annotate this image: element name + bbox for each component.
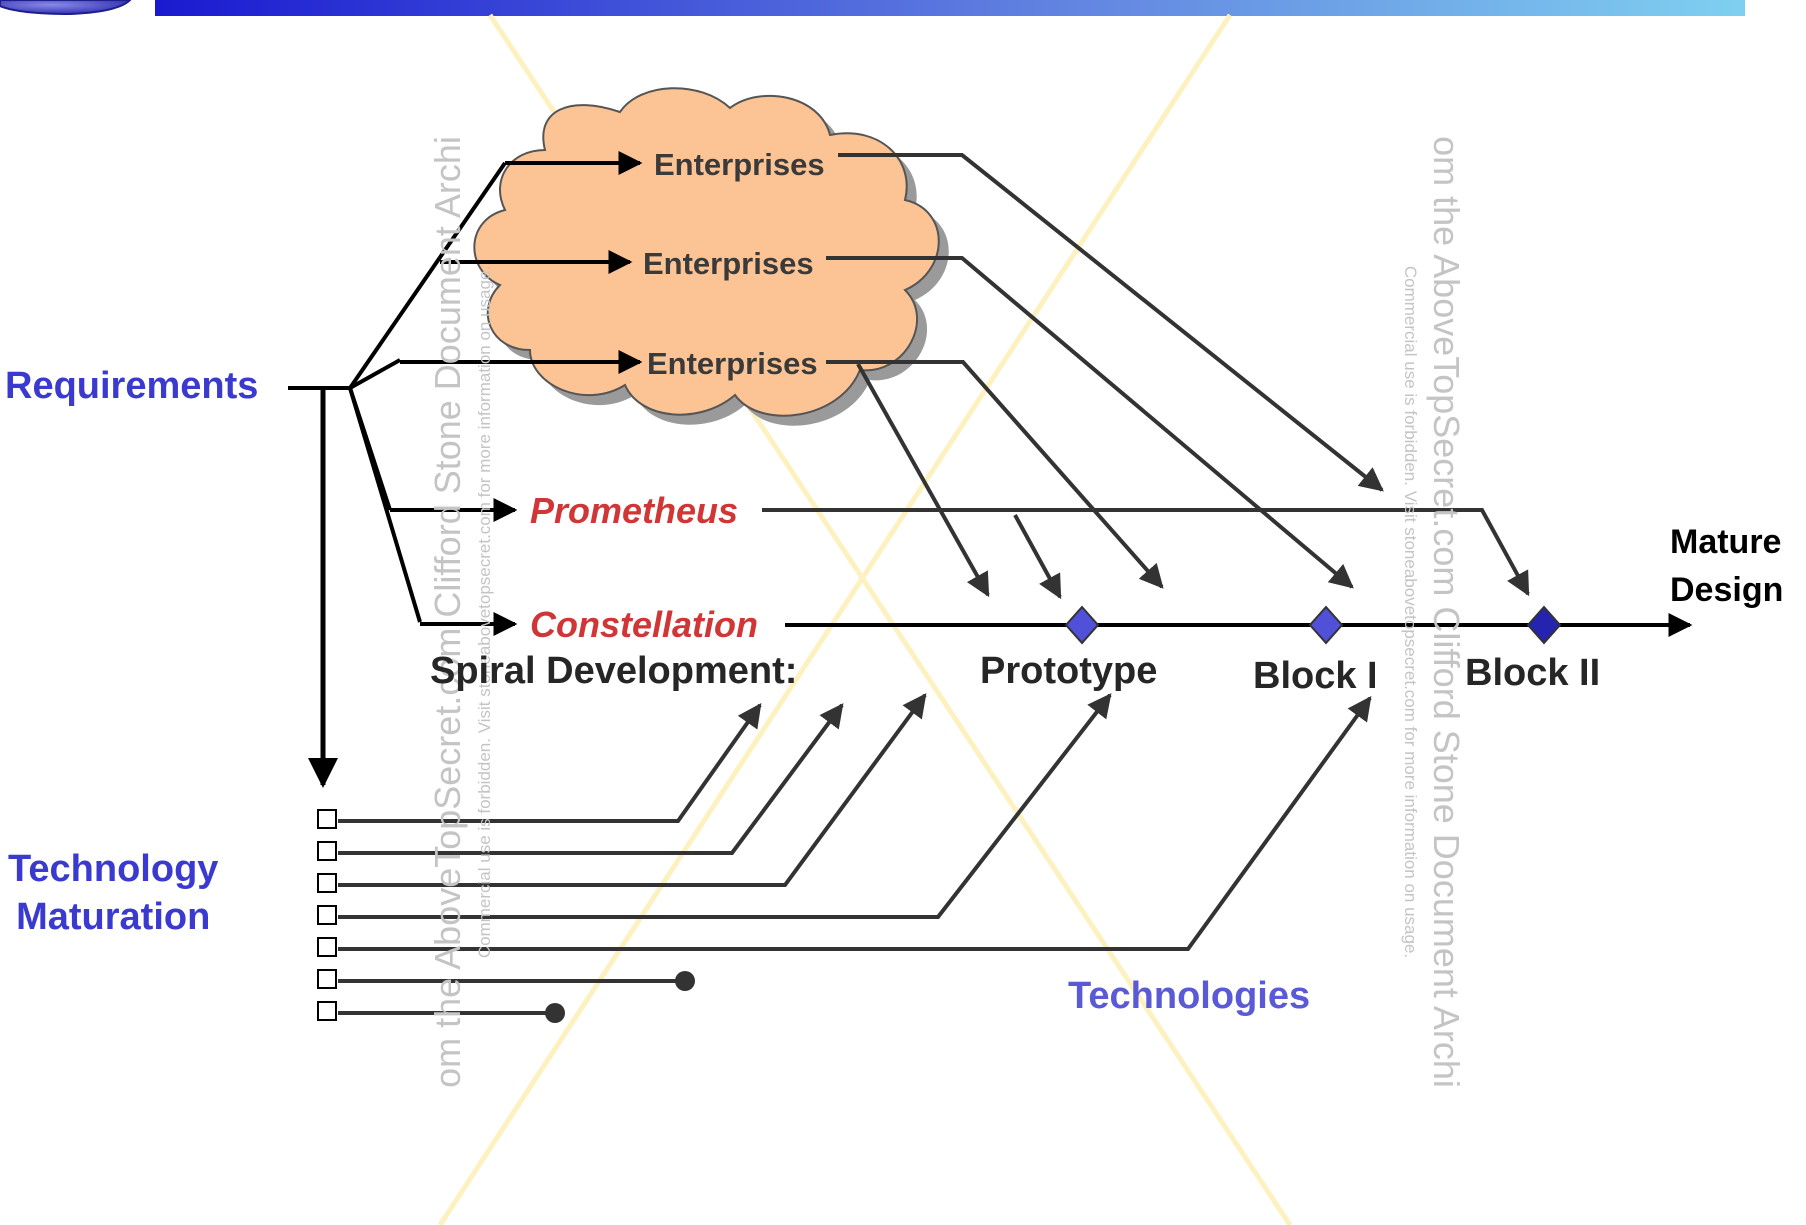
block-ii-milestone-diamond-icon — [1526, 605, 1562, 645]
enterprises-label-2: Enterprises — [643, 246, 814, 281]
watermark-text-right: om the AboveTopSecret.com Clifford Stone… — [1426, 136, 1467, 1088]
technologies-label: Technologies — [1068, 975, 1311, 1017]
mature-design-line-1: Mature — [1670, 523, 1782, 561]
technology-box-icons — [317, 809, 337, 1021]
block-i-milestone-diamond-icon — [1308, 605, 1344, 645]
enterprises-label-1: Enterprises — [654, 147, 825, 182]
technology-maturation-label: Technology Maturation — [8, 845, 218, 941]
mature-design-label: Mature Design — [1670, 518, 1783, 614]
technology-maturation-line-2: Maturation — [16, 896, 211, 938]
prototype-label: Prototype — [980, 650, 1158, 692]
spiral-development-label: Spiral Development: — [430, 650, 798, 692]
block-i-label: Block I — [1253, 655, 1378, 697]
requirements-label: Requirements — [5, 365, 259, 407]
circular-logo-icon — [0, 0, 132, 16]
program-input-arrows — [390, 151, 643, 636]
watermark-text-left: om the AboveTopSecret.com Clifford Stone… — [427, 136, 468, 1088]
technology-maturation-line-1: Technology — [8, 848, 219, 890]
dead-end-filled-circle-icon — [545, 1003, 565, 1023]
enterprise-output-arrows — [762, 153, 1530, 600]
block-ii-label: Block II — [1465, 652, 1601, 694]
watermark-small-text-right: Commercial use is forbidden. Visit stone… — [1401, 265, 1420, 959]
dead-end-filled-circle-icon — [675, 971, 695, 991]
header-bar — [155, 0, 1745, 16]
prometheus-label: Prometheus — [530, 490, 739, 531]
mature-design-line-2: Design — [1670, 571, 1784, 609]
requirements-connectors — [288, 161, 507, 623]
watermark-small-text-left: Commercial use is forbidden. Visit stone… — [475, 265, 494, 959]
technology-arrows — [338, 693, 1372, 1015]
constellation-label: Constellation — [530, 604, 759, 645]
enterprises-label-3: Enterprises — [647, 346, 818, 381]
prototype-milestone-diamond-icon — [1064, 605, 1100, 645]
